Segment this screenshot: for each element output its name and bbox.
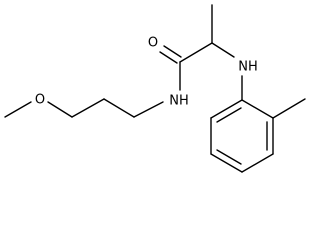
bond-carbonyl-double-1 xyxy=(159,51,178,64)
amine-nh-label: NH xyxy=(238,60,258,75)
bond-ring-methyl xyxy=(272,98,306,119)
bond-ch2-nh xyxy=(133,101,164,118)
carbonyl-oxygen-label: O xyxy=(148,36,158,51)
ring-bond-4 xyxy=(241,153,274,173)
structure-diagram: O O NH NH xyxy=(4,4,306,173)
ring-double-2 xyxy=(216,149,242,165)
bond-alpha-nh xyxy=(211,42,235,58)
bond-o-ch2 xyxy=(47,101,73,118)
ring-bond-6 xyxy=(241,99,274,119)
ring-bond-3 xyxy=(210,153,243,173)
bond-carbonyl-alpha xyxy=(179,42,213,63)
molecule-canvas: O O NH NH xyxy=(4,4,306,173)
amide-nh-label: NH xyxy=(169,94,189,109)
ring-double-1 xyxy=(216,107,242,123)
bond-carbonyl-double-2 xyxy=(163,45,182,58)
bond-ch3-o xyxy=(4,101,32,118)
ring-bond-1 xyxy=(210,99,243,119)
methoxy-oxygen-label: O xyxy=(35,93,45,108)
bond-ch2-ch2b xyxy=(103,98,135,118)
bond-ch2-ch2 xyxy=(71,98,105,118)
